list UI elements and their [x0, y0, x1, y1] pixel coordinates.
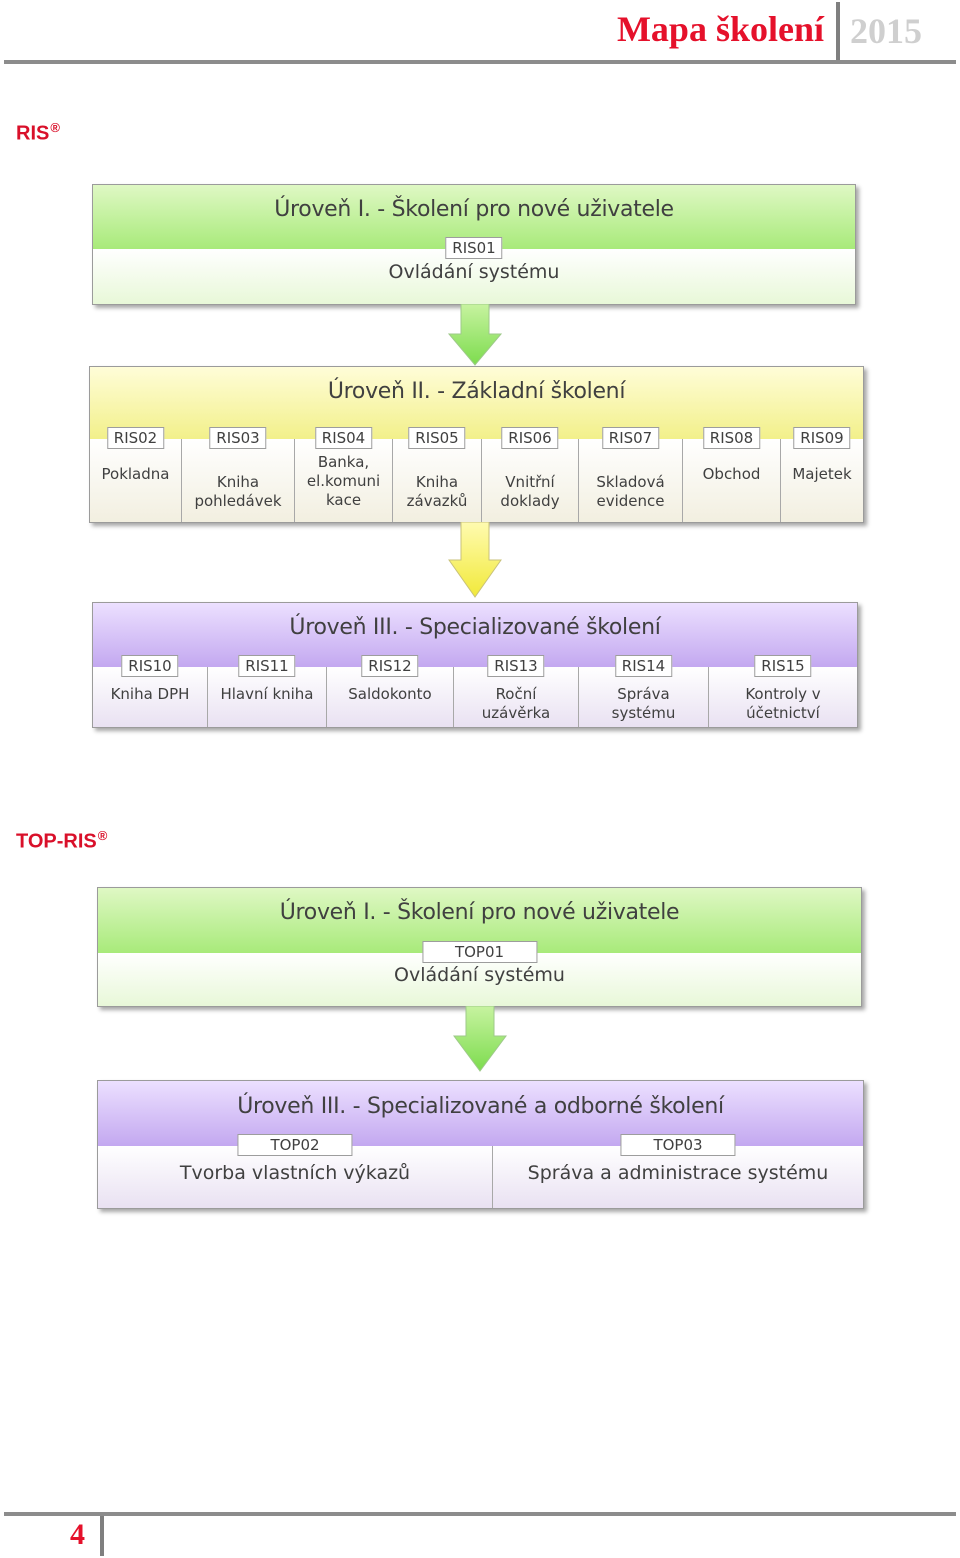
arrow-down-yellow-icon	[448, 522, 502, 598]
course-cell-ris14: RIS14 Správa systému	[579, 655, 709, 727]
course-label: Roční uzávěrka	[481, 685, 551, 722]
footer-rule	[4, 1512, 956, 1516]
course-code: RIS07	[601, 427, 660, 449]
course-cell-ris09: RIS09 Majetek	[781, 427, 863, 522]
course-code: TOP01	[421, 941, 538, 963]
course-label: Tvorba vlastních výkazů	[179, 1162, 411, 1184]
top-level1-panel: Úroveň I. - Školení pro nové uživatele T…	[97, 887, 862, 1007]
course-label: Skladová evidence	[596, 473, 665, 510]
top-level3-panel: Úroveň III. - Specializované a odborné š…	[97, 1080, 864, 1209]
section-name: RIS	[16, 122, 50, 145]
course-code: RIS10	[121, 655, 179, 677]
course-code: RIS06	[501, 427, 559, 449]
registered-mark: ®	[97, 828, 108, 843]
top-level3-row: TOP02 Tvorba vlastních výkazů TOP03 Sprá…	[98, 1134, 863, 1208]
arrow-down-green-icon	[448, 304, 502, 366]
arrow-down-green-icon	[453, 1006, 507, 1072]
course-code: RIS05	[408, 427, 466, 449]
course-code: RIS01	[445, 237, 503, 259]
course-code: RIS12	[361, 655, 419, 677]
course-code: RIS08	[702, 427, 761, 449]
course-label: Banka, el.komuni kace	[306, 453, 381, 509]
ris-level1-panel: Úroveň I. - Školení pro nové uživatele R…	[92, 184, 856, 305]
course-code: RIS02	[106, 427, 165, 449]
course-cell-ris03: RIS03 Kniha pohledávek	[182, 427, 295, 522]
course-cell: TOP01 Ovládání systému	[98, 941, 861, 1006]
course-cell-ris04: RIS04 Banka, el.komuni kace	[295, 427, 393, 522]
course-cell-ris13: RIS13 Roční uzávěrka	[454, 655, 579, 727]
course-label: Saldokonto	[348, 685, 432, 703]
course-cell-ris05: RIS05 Kniha závazků	[393, 427, 482, 522]
page-number: 4	[70, 1518, 85, 1551]
course-label: Kniha pohledávek	[194, 473, 282, 510]
course-cell: RIS01 Ovládání systému	[93, 237, 855, 304]
course-cell-ris02: RIS02 Pokladna	[90, 427, 182, 522]
header-divider	[836, 2, 840, 62]
ris-level3-title: Úroveň III. - Specializované školení	[289, 615, 661, 640]
course-code: RIS14	[614, 655, 673, 677]
course-code: RIS03	[209, 427, 267, 449]
top-level3-header: Úroveň III. - Specializované a odborné š…	[98, 1081, 863, 1146]
top-level1-title: Úroveň I. - Školení pro nové uživatele	[279, 900, 680, 925]
course-label: Vnitřní doklady	[500, 473, 560, 510]
course-label: Hlavní kniha	[220, 685, 314, 703]
course-code: RIS15	[754, 655, 812, 677]
course-label: Ovládání systému	[388, 261, 560, 283]
top-level1-row: TOP01 Ovládání systému	[98, 941, 861, 1006]
page-header-title: Mapa školení	[616, 9, 824, 49]
course-cell-ris11: RIS11 Hlavní kniha	[208, 655, 327, 727]
course-label: Majetek	[792, 465, 852, 483]
course-label: Kniha DPH	[110, 685, 190, 703]
course-code: RIS11	[238, 655, 296, 677]
page-header-year: 2015	[850, 11, 922, 51]
course-label: Ovládání systému	[394, 964, 565, 986]
course-cell-ris10: RIS10 Kniha DPH	[93, 655, 208, 727]
top-level3-title: Úroveň III. - Specializované a odborné š…	[237, 1094, 724, 1119]
course-cell-top02: TOP02 Tvorba vlastních výkazů	[98, 1134, 493, 1208]
ris-level2-panel: Úroveň II. - Základní školení RIS02 Pokl…	[89, 366, 864, 523]
footer-divider	[100, 1516, 104, 1556]
course-label: Pokladna	[101, 465, 170, 483]
section-name: TOP-RIS	[16, 830, 97, 853]
ris-level1-row: RIS01 Ovládání systému	[93, 237, 855, 304]
course-code: TOP02	[237, 1134, 353, 1156]
course-label: Kniha závazků	[406, 473, 468, 510]
ris-level3-header: Úroveň III. - Specializované školení	[93, 603, 857, 667]
ris-level3-panel: Úroveň III. - Specializované školení RIS…	[92, 602, 858, 728]
course-code: RIS13	[487, 655, 545, 677]
course-cell-ris06: RIS06 Vnitřní doklady	[482, 427, 579, 522]
course-code: TOP03	[620, 1134, 736, 1156]
course-cell-top03: TOP03 Správa a administrace systému	[493, 1134, 863, 1208]
course-label: Kontroly v účetnictví	[745, 685, 821, 722]
course-label: Správa a administrace systému	[527, 1162, 829, 1184]
ris-level2-row: RIS02 Pokladna RIS03 Kniha pohledávek RI…	[90, 427, 863, 522]
course-cell-ris15: RIS15 Kontroly v účetnictví	[709, 655, 857, 727]
course-code: RIS09	[793, 427, 851, 449]
course-cell-ris08: RIS08 Obchod	[683, 427, 781, 522]
course-cell-ris12: RIS12 Saldokonto	[327, 655, 454, 727]
course-label: Správa systému	[611, 685, 676, 722]
section-title-ris: RIS®	[16, 120, 60, 146]
ris-level3-row: RIS10 Kniha DPH RIS11 Hlavní kniha RIS12…	[93, 655, 857, 727]
section-title-top-ris: TOP-RIS®	[16, 828, 107, 854]
ris-level1-title: Úroveň I. - Školení pro nové uživatele	[274, 197, 674, 222]
ris-level2-title: Úroveň II. - Základní školení	[327, 379, 626, 404]
course-cell-ris07: RIS07 Skladová evidence	[579, 427, 683, 522]
header-rule	[4, 60, 956, 64]
course-label: Obchod	[702, 465, 761, 483]
registered-mark: ®	[50, 120, 60, 135]
course-code: RIS04	[314, 427, 373, 449]
